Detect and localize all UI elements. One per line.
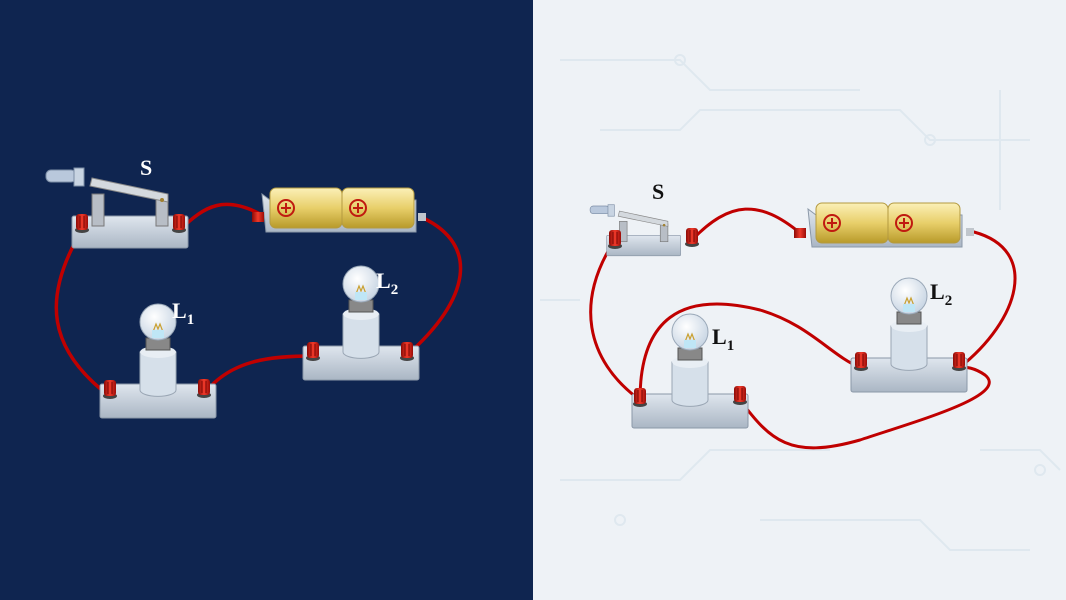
battery [261,187,417,233]
lamp-l2-terminal-right [951,351,967,372]
label-l1: L1 [172,298,194,328]
lamp-l1-terminal-left [632,387,648,408]
battery-terminal-left [252,212,264,222]
lamp-l2-terminal-left [305,341,321,362]
battery-terminal-right [966,228,974,236]
lamp-l1-terminal-right [196,378,212,399]
switch-terminal-left [74,213,90,234]
lamp-l1-terminal-right [732,385,748,406]
label-switch: S [140,155,152,180]
switch-terminal-right [684,227,700,248]
series-circuit-panel: S L1 L2 [0,0,533,600]
battery-terminal-left [794,228,806,238]
battery [807,202,963,248]
label-switch: S [652,179,664,204]
battery-terminal-right [418,213,426,221]
switch-terminal-right [171,213,187,234]
panel-background [533,0,1066,600]
lamp-l1-terminal-left [102,379,118,400]
label-l1: L1 [712,324,734,354]
panel-background [0,0,533,600]
background-circuit-pattern [540,54,1061,551]
parallel-circuit-panel: S L1 L2 [533,0,1066,600]
switch-terminal-left [607,229,623,250]
wires [589,207,1017,450]
label-l2: L2 [376,268,398,298]
lamp-l2-terminal-right [399,341,415,362]
label-l2: L2 [930,279,952,309]
lamp-l2-terminal-left [853,351,869,372]
